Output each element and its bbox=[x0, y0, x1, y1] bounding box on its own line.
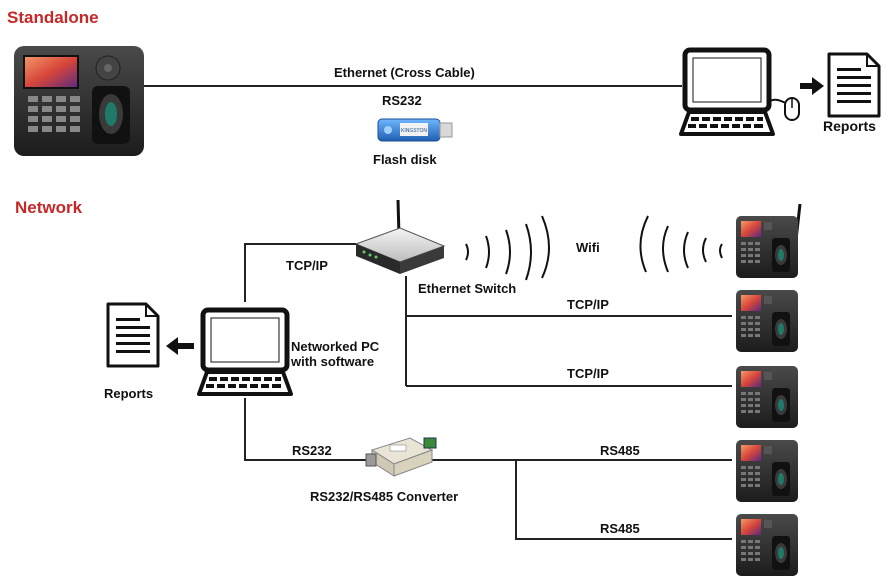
standalone-pc-icon bbox=[681, 50, 773, 134]
network-title: Network bbox=[15, 198, 83, 217]
wifi-terminal bbox=[736, 203, 802, 278]
networked-pc-icon bbox=[199, 310, 291, 394]
wifi-label: Wifi bbox=[576, 240, 600, 255]
standalone-reports-icon bbox=[827, 52, 881, 118]
standalone-title: Standalone bbox=[7, 8, 99, 27]
arrow-right-icon bbox=[800, 77, 824, 95]
rs485-terminal-2 bbox=[736, 514, 798, 576]
network-reports-icon bbox=[106, 302, 160, 368]
network-reports-label: Reports bbox=[104, 386, 154, 401]
router-icon bbox=[354, 199, 446, 274]
ethernet-cable-label: Ethernet (Cross Cable) bbox=[334, 65, 475, 80]
branch-label-tcpip-1: TCP/IP bbox=[567, 297, 609, 312]
tcpip-terminal-1 bbox=[736, 290, 798, 352]
flash-brand-text: KINGSTON bbox=[401, 128, 427, 134]
standalone-rs232-label: RS232 bbox=[382, 93, 422, 108]
mouse-icon bbox=[767, 97, 800, 121]
standalone-reports-label: Reports bbox=[823, 118, 876, 134]
router-tcpip-label: TCP/IP bbox=[286, 258, 328, 273]
branch-label-tcpip-2: TCP/IP bbox=[567, 366, 609, 381]
flash-disk-label: Flash disk bbox=[373, 152, 437, 167]
converter-label: RS232/RS485 Converter bbox=[310, 489, 459, 504]
wifi-signal-right-icon bbox=[639, 215, 723, 273]
branch-label-rs485-2: RS485 bbox=[600, 521, 640, 536]
wifi-signal-left-icon bbox=[465, 215, 550, 281]
flash-disk-icon: KINGSTON bbox=[377, 118, 453, 142]
arrow-left-icon bbox=[166, 337, 194, 355]
networked-pc-label-line1: Networked PC bbox=[291, 339, 380, 354]
rs232-line bbox=[244, 398, 368, 461]
branch-label-rs485-1: RS485 bbox=[600, 443, 640, 458]
networked-pc-label-line2: with software bbox=[291, 354, 375, 369]
converter-icon bbox=[365, 437, 437, 477]
pc-router-line bbox=[244, 243, 356, 302]
ethernet-switch-label: Ethernet Switch bbox=[418, 281, 517, 296]
tcpip-terminal-2 bbox=[736, 366, 798, 428]
standalone-terminal bbox=[14, 46, 144, 156]
network-rs232-label: RS232 bbox=[292, 443, 332, 458]
rs485-terminal-1 bbox=[736, 440, 798, 502]
rs485-branch-line bbox=[515, 460, 732, 540]
